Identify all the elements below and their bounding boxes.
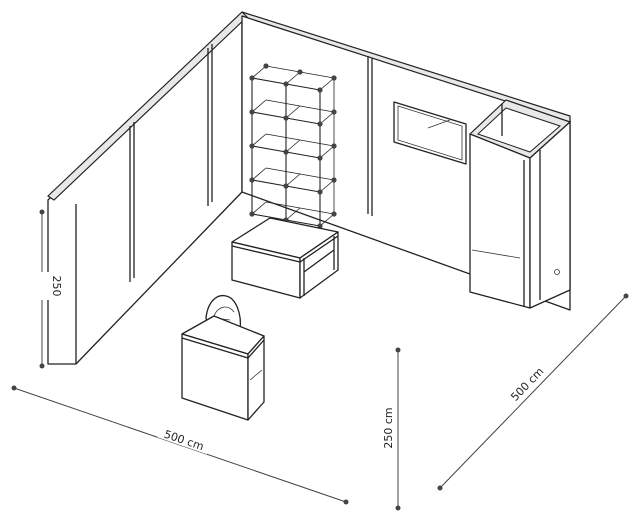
dim-left-height: 250 <box>36 209 63 369</box>
shelf-frame-line <box>285 207 301 221</box>
wall-screen <box>393 101 467 165</box>
dim-label-left-height: 250 <box>50 276 63 297</box>
shelf-connector <box>317 189 323 195</box>
shelf-frame-line <box>265 167 301 175</box>
shelf-frame-line <box>299 207 335 215</box>
shelf-frame-line <box>251 201 267 215</box>
shelf-connector <box>331 211 337 217</box>
shelf-connector <box>331 75 337 81</box>
cube-shelf <box>249 63 337 229</box>
coffee-table <box>231 217 339 299</box>
shelf-frame-line <box>265 99 301 107</box>
shelf-connector <box>297 69 303 75</box>
shelf-connector <box>317 155 323 161</box>
shelf-connector <box>283 183 289 189</box>
shelf-connector <box>249 177 255 183</box>
shelf-frame-line <box>319 77 335 91</box>
shelf-frame-line <box>299 105 335 113</box>
shelf-frame-line <box>265 133 301 141</box>
shelf-frame-line <box>285 185 321 193</box>
shelf-frame-line <box>285 83 321 91</box>
shelf-connector <box>317 87 323 93</box>
reception-counter <box>181 315 265 421</box>
dim-front-width: 500 cm <box>11 385 349 505</box>
shelf-connector <box>317 121 323 127</box>
shelf-frame-line <box>251 213 287 221</box>
shelf-frame-line <box>285 117 321 125</box>
shelf-frame-line <box>251 77 287 85</box>
shelf-connector <box>283 115 289 121</box>
dim-right-depth: 500 cm <box>437 293 629 491</box>
shelf-frame-line <box>285 173 301 187</box>
shelf-connector <box>263 63 269 69</box>
shelf-connector <box>249 75 255 81</box>
shelf-frame-line <box>251 99 267 113</box>
shelf-connector <box>249 211 255 217</box>
dim-label-front-width: 500 cm <box>162 428 205 454</box>
shelf-frame-line <box>251 111 287 119</box>
shelf-frame-line <box>285 219 321 227</box>
shelf-frame-line <box>299 173 335 181</box>
storage-room <box>468 99 572 309</box>
dim-label-center-height: 250 cm <box>382 407 395 448</box>
shelf-frame-line <box>251 145 287 153</box>
shelf-frame-line <box>251 65 267 79</box>
shelf-frame-line <box>285 139 301 153</box>
shelf-frame-line <box>285 105 301 119</box>
shelf-frame-line <box>251 179 287 187</box>
shelf-connector <box>331 109 337 115</box>
shelf-frame-line <box>319 213 335 227</box>
shelf-connector <box>331 177 337 183</box>
shelf-frame-line <box>299 139 335 147</box>
shelf-frame-line <box>265 65 301 73</box>
shelf-frame-line <box>319 179 335 193</box>
shelf-connector <box>331 143 337 149</box>
shelf-frame-line <box>251 167 267 181</box>
shelf-connector <box>249 143 255 149</box>
shelf-connector <box>317 223 323 229</box>
shelf-connector <box>249 109 255 115</box>
shelf-frame-line <box>285 151 321 159</box>
shelf-frame-line <box>285 71 301 85</box>
shelf-connector <box>283 81 289 87</box>
shelf-connector <box>283 149 289 155</box>
left-wall <box>47 11 249 365</box>
dim-center-height: 250 cm <box>380 347 401 511</box>
shelf-frame-line <box>251 133 267 147</box>
shelf-frame-line <box>299 71 335 79</box>
shelf-frame-line <box>319 111 335 125</box>
shelf-frame-line <box>319 145 335 159</box>
shelf-frame-line <box>265 201 301 209</box>
